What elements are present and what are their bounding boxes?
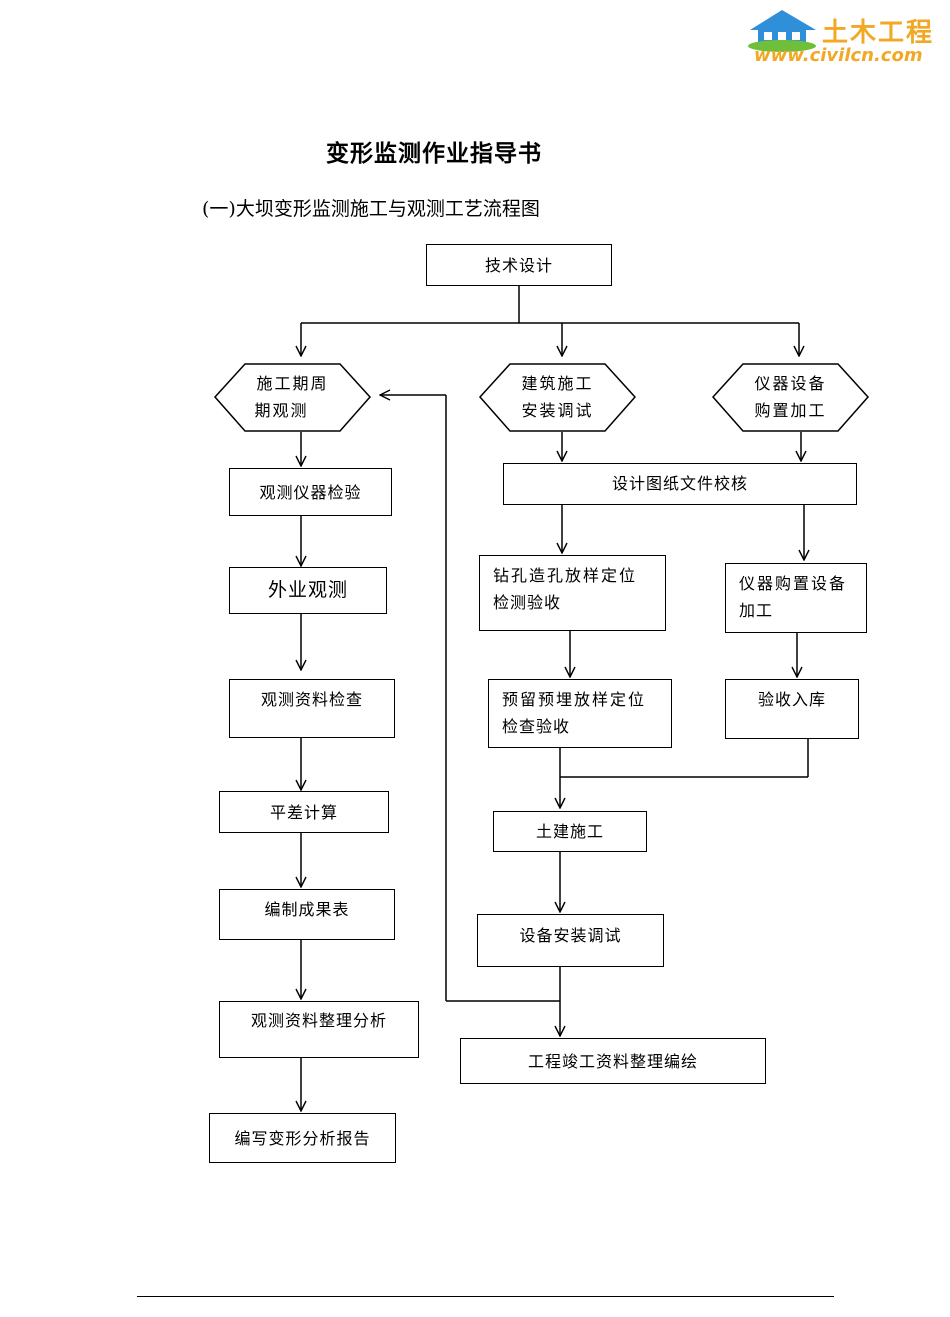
branch-left-line1: 施工期周	[256, 374, 329, 393]
document-title: 变形监测作业指导书	[326, 141, 542, 167]
house-icon	[748, 10, 816, 52]
branch-middle-line1: 建筑施工	[521, 374, 594, 393]
node-drill-line1: 钻孔造孔放样定位	[493, 566, 638, 585]
hex-building-install	[478, 363, 637, 432]
branch-right-line2: 购置加工	[754, 401, 827, 420]
branch-right-line1: 仪器设备	[754, 374, 827, 393]
site-logo	[746, 6, 946, 70]
node-data-check: 观测资料检查	[229, 679, 395, 738]
branch-left-label: 施工期周 期观测	[215, 370, 370, 424]
footer-rule	[137, 1296, 834, 1297]
node-civil: 土建施工	[493, 811, 647, 852]
node-reserve-position: 预留预埋放样定位 检查验收	[488, 679, 672, 748]
node-field-observation: 外业观测	[229, 567, 387, 614]
node-design-check: 设计图纸文件校核	[503, 463, 857, 505]
node-install: 设备安装调试	[477, 914, 664, 967]
node-drill-position: 钻孔造孔放样定位 检测验收	[479, 555, 666, 631]
node-purchase-line1: 仪器购置设备	[739, 574, 848, 593]
section-title: (一)大坝变形监测施工与观测工艺流程图	[202, 198, 540, 220]
node-purchase-line2: 加工	[739, 601, 774, 620]
node-adjustment-calc: 平差计算	[219, 791, 389, 833]
node-result-table: 编制成果表	[219, 889, 395, 940]
node-instrument-check: 观测仪器检验	[229, 468, 392, 516]
node-drill-line2: 检测验收	[493, 593, 562, 612]
branch-middle-label: 建筑施工 安装调试	[480, 370, 635, 424]
branch-middle-line2: 安装调试	[521, 401, 594, 420]
logo-text: 土木工程	[822, 18, 935, 48]
node-purchase: 仪器购置设备 加工	[725, 563, 867, 633]
node-report: 编写变形分析报告	[209, 1113, 396, 1163]
node-acceptance: 验收入库	[725, 679, 859, 739]
node-reserve-line2: 检查验收	[502, 717, 571, 736]
branch-right-label: 仪器设备 购置加工	[713, 370, 868, 424]
branch-left-line2: 期观测	[254, 401, 309, 420]
node-data-analysis: 观测资料整理分析	[219, 1001, 419, 1058]
node-reserve-line1: 预留预埋放样定位	[502, 690, 647, 709]
hex-construction-observation	[213, 363, 372, 432]
hex-instrument-purchase	[711, 363, 870, 432]
logo-url: www.civilcn.com	[754, 45, 923, 66]
node-technical-design: 技术设计	[426, 244, 612, 286]
node-completion: 工程竣工资料整理编绘	[460, 1038, 766, 1084]
